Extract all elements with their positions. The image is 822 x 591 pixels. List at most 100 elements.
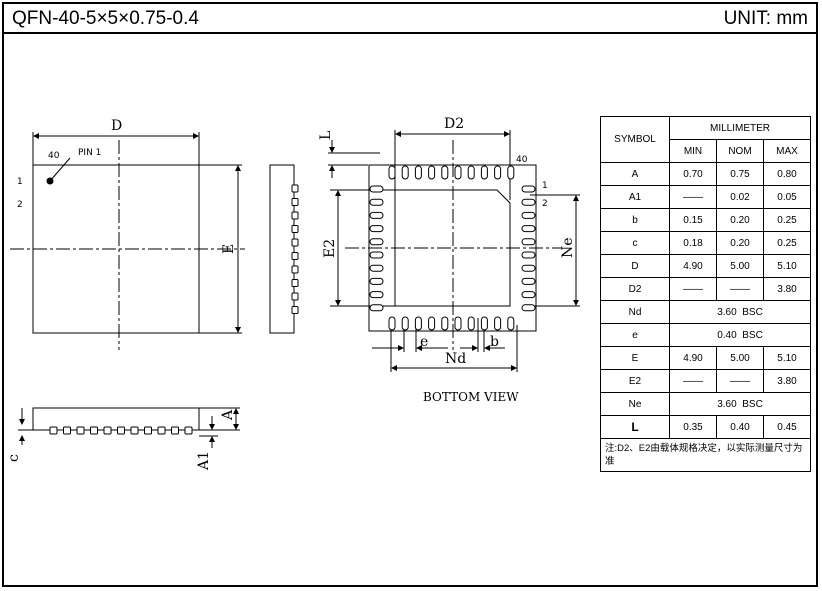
nom-value-cell: —— xyxy=(716,277,764,301)
bottom-pin-right xyxy=(521,251,536,259)
side-pin xyxy=(291,279,299,287)
label-D: D xyxy=(111,118,122,134)
side-pin xyxy=(291,225,299,233)
max-value-cell: 0.80 xyxy=(763,162,811,186)
max-value-cell: 5.10 xyxy=(763,254,811,278)
bottom-pin-left xyxy=(369,291,384,299)
bottom-pin-top xyxy=(507,165,515,180)
side-pin xyxy=(291,211,299,220)
symbol-cell: Nd xyxy=(600,300,670,324)
label-bottom-view: BOTTOM VIEW xyxy=(423,390,519,404)
label-Nd: Nd xyxy=(445,351,466,367)
symbol-cell: A xyxy=(600,162,670,186)
label-A1: A1 xyxy=(196,451,212,471)
min-value-cell: 0.35 xyxy=(669,415,717,439)
max-value-cell: 0.45 xyxy=(763,415,811,439)
label-pin1: PIN 1 xyxy=(78,148,101,158)
bottom-pin-right xyxy=(521,238,536,246)
side-pin xyxy=(291,292,299,301)
bottom-pin-bottom xyxy=(441,316,449,331)
bottom-pin-bottom xyxy=(507,316,515,331)
table-row: E2————3.80 xyxy=(600,369,811,393)
unit-label: UNIT: mm xyxy=(723,8,808,29)
label-2-top: 2 xyxy=(17,200,23,210)
label-1-bottom: 1 xyxy=(542,181,548,191)
nom-value-cell: 5.00 xyxy=(716,346,764,370)
nom-value-cell: 0.40 xyxy=(716,415,764,439)
front-pin xyxy=(184,426,193,435)
bottom-pin-left xyxy=(369,198,384,206)
package-title: QFN-40-5×5×0.75-0.4 xyxy=(12,8,199,29)
bottom-pin-left xyxy=(369,225,384,233)
label-2-bottom: 2 xyxy=(542,199,548,209)
max-value-cell: 0.25 xyxy=(763,231,811,255)
symbol-cell: c xyxy=(600,231,670,255)
bottom-pin-top xyxy=(467,165,475,180)
bottom-pin-right xyxy=(521,277,536,285)
nom-value-cell: 5.00 xyxy=(716,254,764,278)
table-row: D2————3.80 xyxy=(600,277,811,301)
bottom-pin-bottom xyxy=(388,316,396,331)
label-e: e xyxy=(420,334,428,350)
max-value-cell: 0.25 xyxy=(763,208,811,232)
label-Ne: Ne xyxy=(560,237,576,258)
min-value-cell: —— xyxy=(669,277,717,301)
symbol-cell: b xyxy=(600,208,670,232)
label-40-bottom: 40 xyxy=(516,155,528,165)
bottom-pin-right xyxy=(521,291,536,299)
symbol-header: SYMBOL xyxy=(600,116,670,163)
bottom-pin-top xyxy=(414,165,422,180)
label-E: E xyxy=(221,244,237,254)
bottom-pin-right xyxy=(521,304,536,312)
label-c: c xyxy=(6,454,22,462)
bottom-pin-right xyxy=(521,185,536,193)
bsc-value-cell: 3.60 BSC xyxy=(669,392,811,416)
bottom-pin-left xyxy=(369,251,384,259)
side-view-pins xyxy=(291,184,299,314)
exposed-pad xyxy=(394,189,511,307)
table-note: 注:D2、E2由载体规格决定，以实际测量尺寸为准 xyxy=(600,438,811,472)
bottom-pin-left xyxy=(369,304,384,312)
bsc-value-cell: 3.60 BSC xyxy=(669,300,811,324)
bottom-view-pins xyxy=(369,165,536,331)
front-pin xyxy=(63,426,71,435)
bottom-pin-left xyxy=(369,211,384,219)
front-pin xyxy=(157,426,166,435)
side-pin xyxy=(291,252,299,260)
front-pin xyxy=(103,426,112,435)
min-value-cell: 0.18 xyxy=(669,231,717,255)
label-A: A xyxy=(220,409,236,421)
nom-header: NOM xyxy=(716,139,764,163)
max-value-cell: 3.80 xyxy=(763,277,811,301)
side-pin xyxy=(291,306,299,314)
bottom-pin-bottom xyxy=(428,316,436,331)
bottom-pin-left xyxy=(369,185,384,193)
max-value-cell: 3.80 xyxy=(763,369,811,393)
bottom-pin-left xyxy=(369,277,384,285)
front-pin xyxy=(90,426,98,435)
symbol-cell: D2 xyxy=(600,277,670,301)
label-L: L xyxy=(318,131,334,140)
front-pin xyxy=(76,426,85,435)
pin1-marker-dot xyxy=(46,177,54,185)
nom-value-cell: 0.20 xyxy=(716,208,764,232)
symbol-cell: Ne xyxy=(600,392,670,416)
min-value-cell: 0.15 xyxy=(669,208,717,232)
front-pin xyxy=(49,426,58,435)
bottom-pin-top xyxy=(428,165,436,180)
min-value-cell: 4.90 xyxy=(669,346,717,370)
bottom-pin-top xyxy=(454,165,462,180)
label-E2: E2 xyxy=(322,239,338,258)
front-pin xyxy=(117,426,125,435)
label-40-top: 40 xyxy=(48,151,60,161)
symbol-cell: A1 xyxy=(600,185,670,209)
side-pin xyxy=(291,184,299,193)
bottom-pin-top xyxy=(494,165,502,180)
nom-value-cell: —— xyxy=(716,369,764,393)
